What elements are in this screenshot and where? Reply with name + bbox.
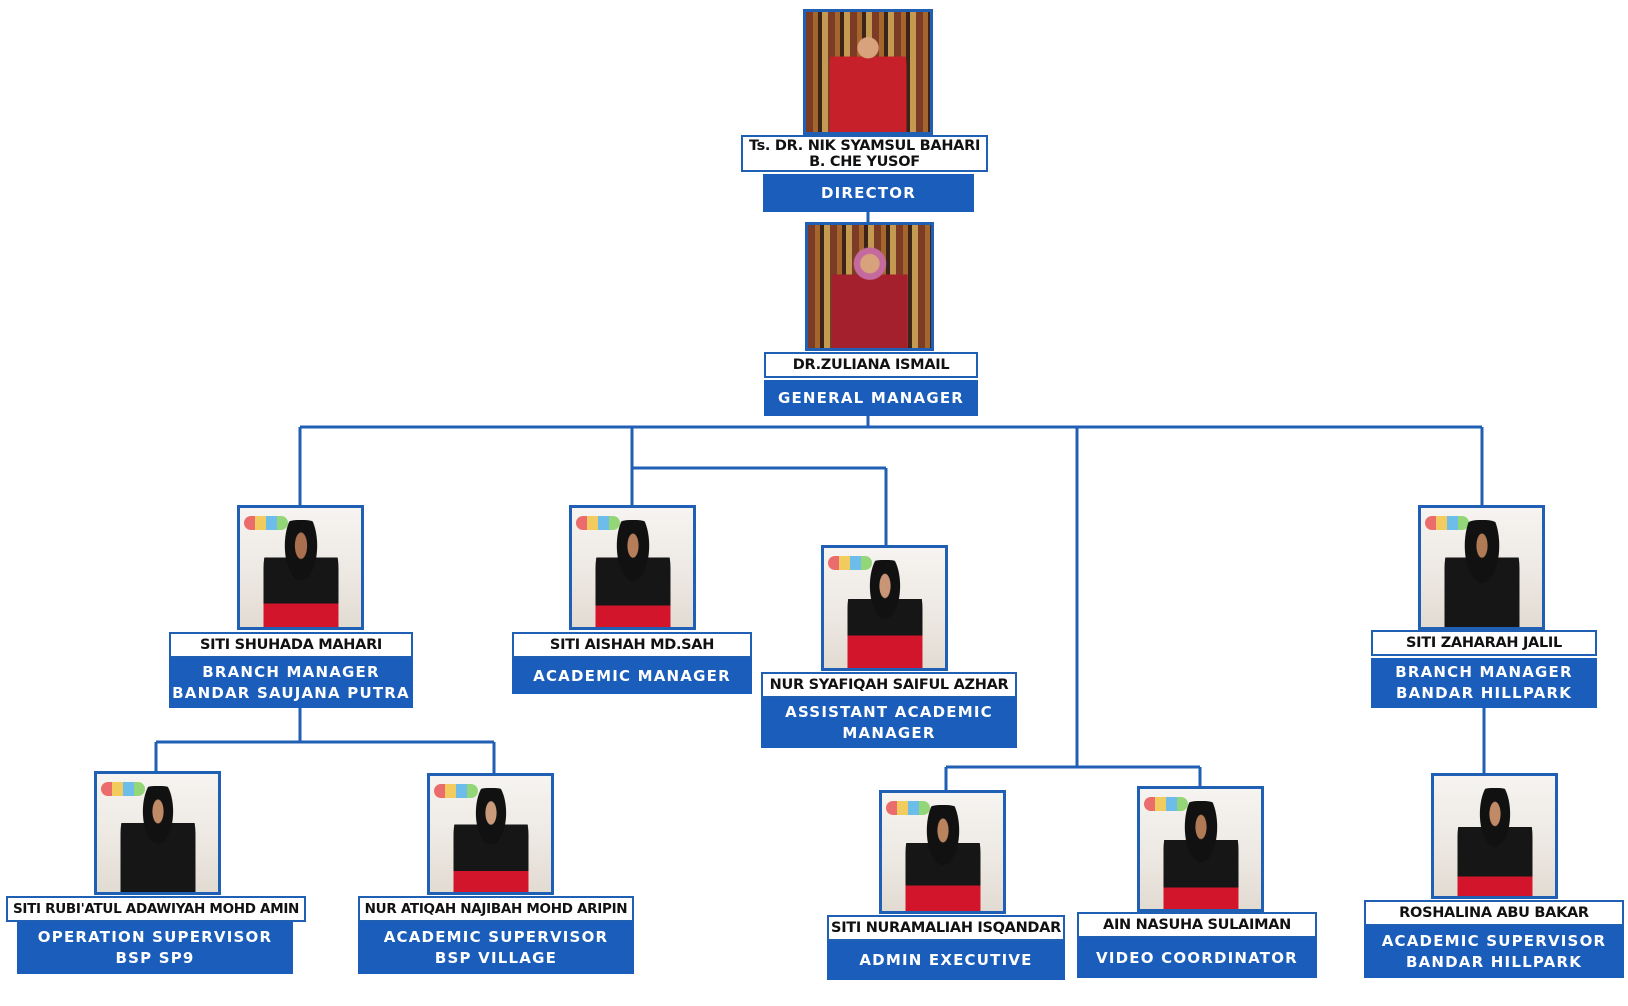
bunting-decoration: [828, 556, 872, 570]
academic-supervisor-hillpark-name: ROSHALINA ABU BAKAR: [1364, 900, 1624, 926]
person-silhouette: [829, 24, 907, 132]
person-silhouette: [1443, 519, 1520, 627]
operation-supervisor-photo: [94, 771, 221, 895]
academic-manager-name: SITI AISHAH MD.SAH: [512, 632, 752, 658]
branch-manager-hillpark-photo: [1418, 505, 1545, 630]
branch-manager-hillpark-name: SITI ZAHARAH JALIL: [1371, 630, 1597, 656]
video-coordinator-name: AIN NASUHA SULAIMAN: [1077, 912, 1317, 938]
person-silhouette: [1162, 801, 1239, 909]
video-coordinator-title: VIDEO COORDINATOR: [1077, 938, 1317, 978]
academic-supervisor-hillpark-photo: [1431, 773, 1558, 899]
academic-supervisor-village-photo: [427, 773, 554, 895]
person-silhouette: [594, 519, 671, 627]
admin-executive-title: ADMIN EXECUTIVE: [827, 941, 1065, 980]
academic-manager-title: ACADEMIC MANAGER: [512, 658, 752, 694]
person-silhouette: [452, 787, 529, 892]
academic-manager-photo: [569, 505, 696, 630]
academic-supervisor-village-title: ACADEMIC SUPERVISOR BSP VILLAGE: [358, 922, 634, 974]
person-silhouette: [1456, 788, 1533, 896]
operation-supervisor-title: OPERATION SUPERVISOR BSP SP9: [17, 922, 293, 974]
director-title: DIRECTOR: [763, 174, 974, 212]
bunting-decoration: [1144, 797, 1188, 811]
assistant-academic-manager-title: ASSISTANT ACADEMIC MANAGER: [761, 698, 1017, 748]
bunting-decoration: [1425, 516, 1469, 530]
general-manager-photo: [805, 222, 934, 351]
general-manager-title: GENERAL MANAGER: [764, 380, 978, 416]
operation-supervisor-name: SITI RUBI'ATUL ADAWIYAH MOHD AMIN: [6, 896, 306, 922]
bunting-decoration: [576, 516, 620, 530]
bunting-decoration: [244, 516, 288, 530]
person-silhouette: [846, 560, 923, 668]
assistant-academic-manager-name: NUR SYAFIQAH SAIFUL AZHAR: [761, 672, 1017, 698]
assistant-academic-manager-photo: [821, 545, 948, 671]
branch-manager-bsp-photo: [237, 505, 364, 630]
academic-supervisor-village-name: NUR ATIQAH NAJIBAH MOHD ARIPIN: [358, 896, 634, 922]
person-silhouette: [831, 237, 908, 348]
bunting-decoration: [101, 782, 145, 796]
director-photo: [803, 9, 933, 135]
video-coordinator-photo: [1137, 786, 1264, 912]
branch-manager-hillpark-title: BRANCH MANAGER BANDAR HILLPARK: [1371, 658, 1597, 708]
director-name: Ts. DR. NIK SYAMSUL BAHARI B. CHE YUSOF: [741, 135, 988, 172]
person-silhouette: [262, 519, 339, 627]
bunting-decoration: [886, 801, 930, 815]
general-manager-name: DR.ZULIANA ISMAIL: [764, 352, 978, 378]
person-silhouette: [119, 785, 196, 892]
admin-executive-photo: [879, 790, 1006, 914]
branch-manager-bsp-title: BRANCH MANAGER BANDAR SAUJANA PUTRA: [169, 658, 413, 708]
person-silhouette: [904, 804, 981, 911]
bunting-decoration: [434, 784, 478, 798]
academic-supervisor-hillpark-title: ACADEMIC SUPERVISOR BANDAR HILLPARK: [1364, 926, 1624, 978]
admin-executive-name: SITI NURAMALIAH ISQANDAR: [827, 915, 1065, 941]
branch-manager-bsp-name: SITI SHUHADA MAHARI: [169, 632, 413, 658]
